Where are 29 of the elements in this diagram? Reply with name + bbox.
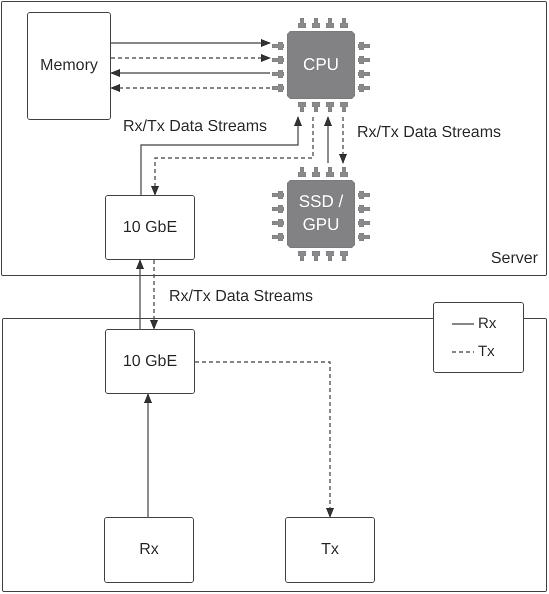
arrow <box>110 84 270 92</box>
box-label: Rx <box>139 540 159 560</box>
arrow <box>136 259 144 329</box>
component-box <box>104 517 194 583</box>
chip-label: CPU <box>303 54 339 76</box>
box-label: Memory <box>40 56 98 76</box>
box-label: Tx <box>321 540 339 560</box>
legend-label: Rx <box>478 314 496 334</box>
system-frame <box>1 1 547 276</box>
frame-label: Server <box>490 249 538 269</box>
component-box <box>285 517 375 583</box>
box-label: 10 GbE <box>122 218 178 238</box>
box-label: 10 GbE <box>122 352 178 372</box>
chip-label: SSD / GPU <box>298 191 344 236</box>
component-box <box>105 329 195 394</box>
arrow <box>195 361 334 518</box>
arrow <box>110 69 270 77</box>
arrow <box>140 116 302 195</box>
component-box <box>105 195 195 260</box>
component-box <box>27 12 111 120</box>
arrow <box>111 39 271 47</box>
arrow <box>324 116 332 163</box>
arrow <box>111 54 271 62</box>
arrow <box>151 117 314 196</box>
arrow <box>339 117 347 164</box>
arrow <box>144 393 152 517</box>
system-frame <box>2 318 547 592</box>
arrow <box>150 260 158 330</box>
legend-label: Tx <box>478 342 495 362</box>
